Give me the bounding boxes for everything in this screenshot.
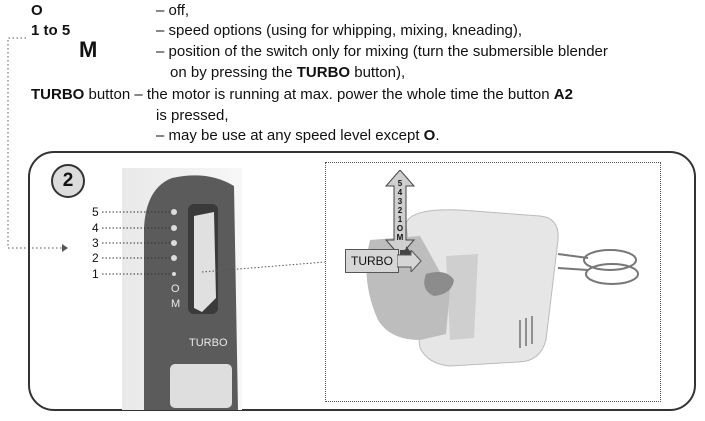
turbo-desc-line3: – may be use at any speed level except O… [156, 127, 440, 145]
desc-mix-turbo-word: TURBO [296, 64, 351, 81]
figure-panel [28, 151, 696, 411]
speed-label-5: 5 [92, 205, 99, 219]
switch-connector [201, 261, 326, 273]
turbo-term: TURBO [31, 86, 85, 103]
speed-leaders [102, 211, 172, 275]
turbo-desc-text: button – the motor is running at max. po… [84, 86, 554, 103]
desc-mix-line2: on by pressing the TURBO button), [170, 64, 405, 82]
term-mix: M [79, 37, 98, 62]
desc-speeds: – speed options (using for whipping, mix… [156, 22, 523, 39]
detail-box [325, 162, 661, 402]
body-label-turbo: TURBO [189, 337, 228, 349]
scale-3: 3 [397, 197, 403, 206]
turbo-desc-line1: TURBO button – the motor is running at m… [31, 86, 573, 104]
turbo-desc-line3-o: O [423, 127, 436, 144]
scale-4: 4 [397, 188, 403, 197]
turbo-desc-line2: is pressed, [156, 107, 229, 124]
turbo-desc-line3-post: . [435, 127, 440, 144]
speed-label-4: 4 [92, 221, 99, 235]
vertical-speed-scale: 5 4 3 2 1 O M [394, 179, 406, 242]
desc-mix-line2-post: button), [350, 64, 406, 81]
term-off: O [31, 2, 43, 19]
turbo-callout-arrow [397, 250, 422, 272]
turbo-callout-label: TURBO [345, 249, 399, 273]
scale-2: 2 [397, 206, 403, 215]
desc-mix-line1: – position of the switch only for mixing… [156, 43, 608, 60]
scale-o: O [396, 224, 404, 233]
body-label-mix: M [171, 298, 181, 310]
speed-label-2: 2 [92, 251, 99, 265]
speed-label-1: 1 [92, 267, 99, 281]
mixer-switch-closeup [122, 168, 242, 410]
turbo-desc-line3-pre: – may be use at any speed level except [156, 127, 424, 144]
speed-label-3: 3 [92, 236, 99, 250]
hand-mixer-illustration [366, 170, 639, 367]
desc-mix-line2-pre: on by pressing the [170, 64, 297, 81]
turbo-button-ref: A2 [553, 86, 573, 103]
desc-off: – off, [156, 2, 190, 19]
term-speeds: 1 to 5 [31, 22, 71, 39]
figure-number-badge: 2 [51, 164, 85, 198]
scale-m: M [396, 233, 404, 242]
body-label-off: O [171, 283, 180, 295]
scale-5: 5 [397, 179, 403, 188]
scale-1: 1 [397, 215, 403, 224]
